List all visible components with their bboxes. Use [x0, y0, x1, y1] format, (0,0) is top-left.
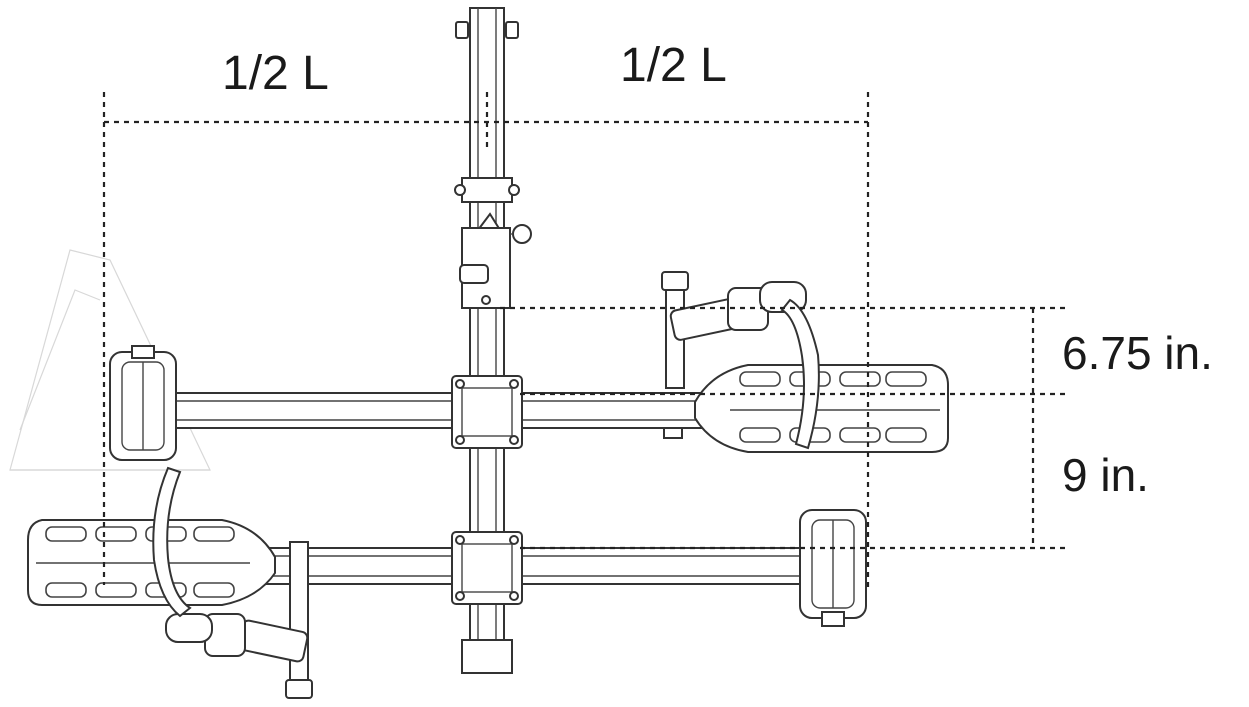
- upper-wheel-tray: [694, 364, 949, 453]
- lower-clamp-block: [451, 531, 523, 605]
- upper-ratchet-arm: [661, 271, 820, 450]
- upper-wheel-hoop: [109, 345, 177, 461]
- upper-clamp-block: [451, 375, 523, 449]
- lower-ratchet-arm: [152, 466, 313, 699]
- left-half-length-label: 1/2 L: [222, 47, 329, 100]
- lower-wheel-tray: [27, 519, 276, 606]
- upper-cross-arm: [159, 392, 721, 439]
- upper-spacing-label: 6.75 in.: [1062, 327, 1213, 379]
- dimension-lines: [102, 92, 1065, 590]
- lower-spacing-label: 9 in.: [1062, 449, 1149, 501]
- center-mast: [454, 7, 532, 674]
- right-half-length-label: 1/2 L: [620, 39, 727, 92]
- lower-wheel-hoop: [799, 509, 867, 627]
- lower-cross-arm: [259, 547, 817, 585]
